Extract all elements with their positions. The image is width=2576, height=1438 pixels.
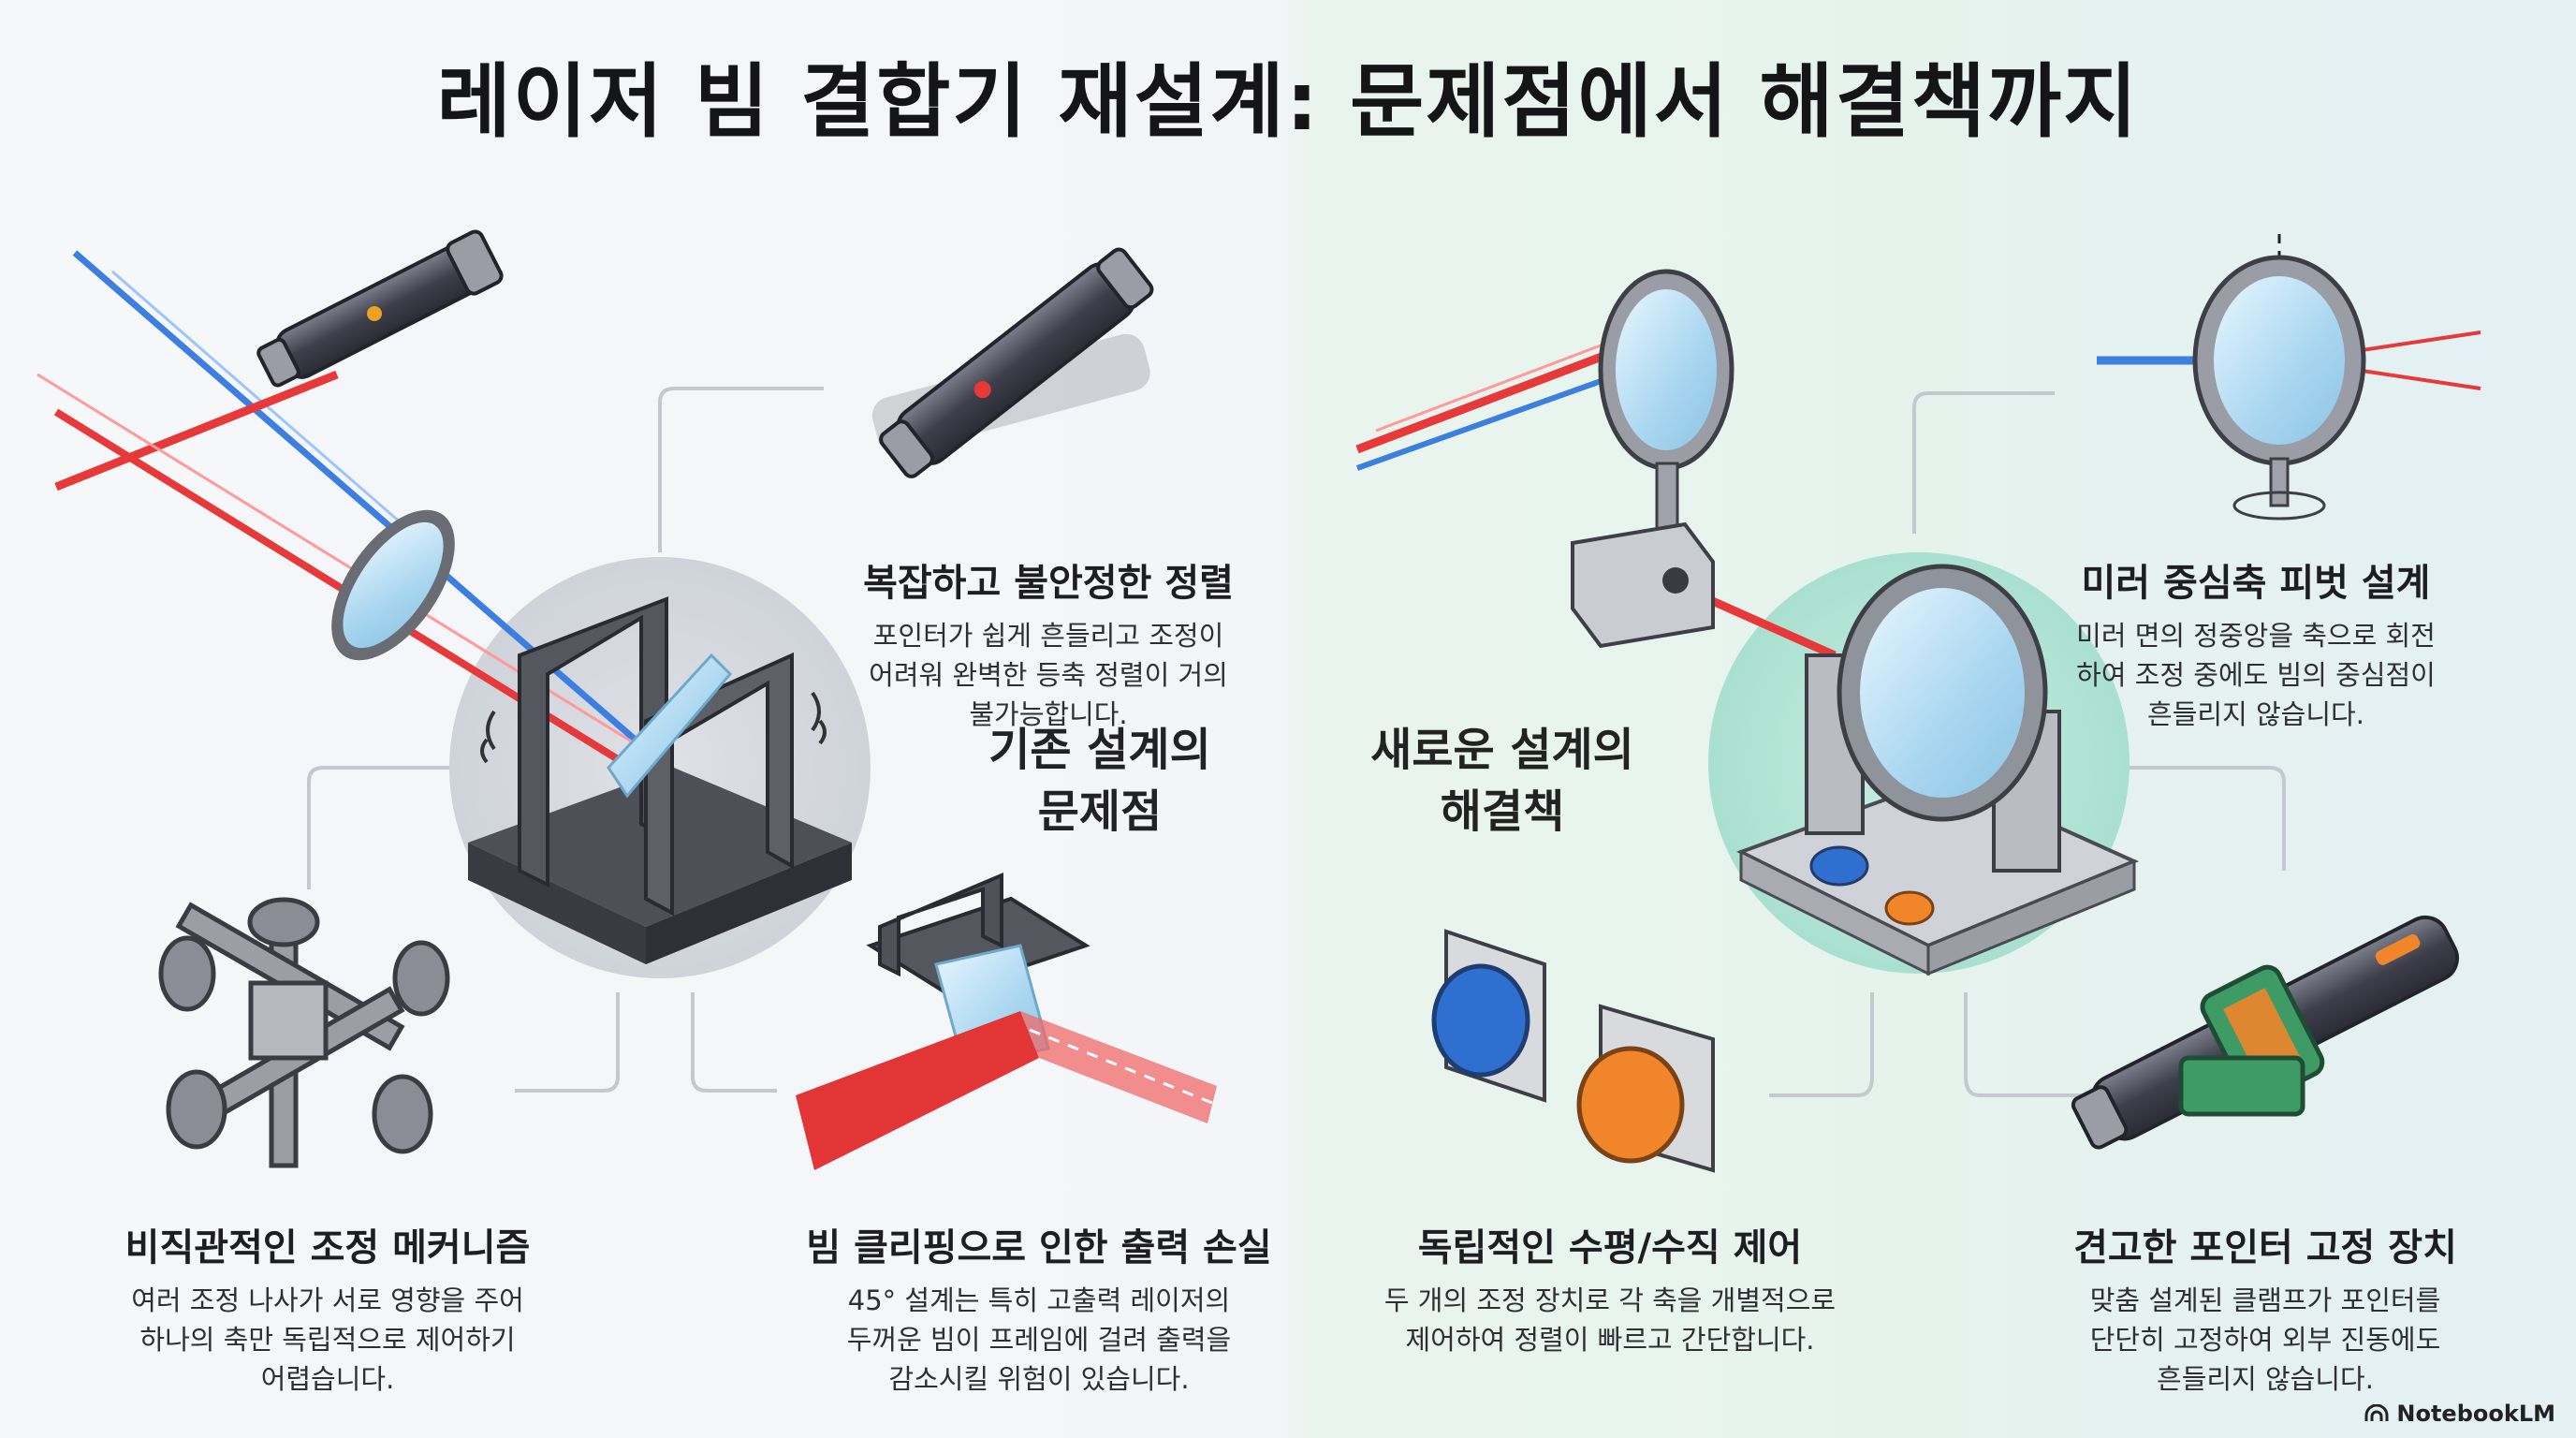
problem-card-beam-clipping: 빔 클리핑으로 인한 출력 손실 45° 설계는 특히 고출력 레이저의 두꺼운… bbox=[739, 1217, 1339, 1399]
pivot-mount-icon bbox=[1355, 326, 2140, 976]
laser-pointer-icon bbox=[256, 229, 504, 388]
card-heading: 독립적인 수평/수직 제어 bbox=[1417, 1226, 1803, 1269]
card-description: 미러 면의 정중앙을 축으로 회전 하여 조정 중에도 빔의 중심점이 흔들리지… bbox=[2076, 620, 2436, 730]
solution-card-pointer-clamp: 견고한 포인터 고정 장치 맞춤 설계된 클램프가 포인터를 단단히 고정하여 … bbox=[2012, 1217, 2518, 1399]
card-description: 45° 설계는 특히 고출력 레이저의 두꺼운 빔이 프레임에 걸려 출력을 감… bbox=[846, 1284, 1232, 1395]
brand-watermark: NotebookLM bbox=[2364, 1401, 2555, 1427]
beam-clipping-icon bbox=[796, 872, 1218, 1170]
dual-knob-icon bbox=[1431, 929, 1715, 1173]
adjustment-screws-icon bbox=[158, 897, 450, 1168]
problem-card-nonintuitive-adjustment: 비직관적인 조정 메커니즘 여러 조정 나사가 서로 영향을 주어 하나의 축만… bbox=[66, 1217, 590, 1399]
card-description: 맞춤 설계된 클램프가 포인터를 단단히 고정하여 외부 진동에도 흔들리지 않… bbox=[2089, 1284, 2441, 1395]
pointer-clamp-icon bbox=[2071, 915, 2459, 1150]
card-heading: 미러 중심축 피벗 설계 bbox=[2081, 562, 2431, 605]
problem-card-unstable-alignment: 복잡하고 불안정한 정렬 포인터가 쉽게 흔들리고 조정이 어려워 완벽한 등축… bbox=[805, 552, 1292, 734]
page-title: 레이저 빔 결합기 재설계: 문제점에서 해결책까지 bbox=[436, 55, 2140, 149]
wobbling-pointer-icon bbox=[871, 247, 1154, 478]
card-description: 여러 조정 나사가 서로 영향을 주어 하나의 축만 독립적으로 제어하기 어렵… bbox=[131, 1284, 524, 1395]
card-description: 포인터가 쉽게 흔들리고 조정이 어려워 완벽한 등축 정렬이 거의 불가능합니… bbox=[869, 620, 1228, 730]
legacy-design-label: 기존 설계의 문제점 bbox=[988, 724, 1211, 838]
card-heading: 빔 클리핑으로 인한 출력 손실 bbox=[806, 1226, 1272, 1269]
card-heading: 복잡하고 불안정한 정렬 bbox=[863, 562, 1234, 605]
pivot-mirror-icon bbox=[2097, 234, 2481, 521]
card-description: 두 개의 조정 장치로 각 축을 개별적으로 제어하여 정렬이 빠르고 간단합니… bbox=[1383, 1284, 1837, 1356]
lens-icon bbox=[331, 509, 455, 661]
card-heading: 견고한 포인터 고정 장치 bbox=[2073, 1226, 2457, 1269]
solution-card-independent-control: 독립적인 수평/수직 제어 두 개의 조정 장치로 각 축을 개별적으로 제어하… bbox=[1310, 1217, 1910, 1359]
mirror-post-icon bbox=[1571, 269, 1734, 649]
brand-name: NotebookLM bbox=[2396, 1401, 2555, 1427]
solution-card-pivot-design: 미러 중심축 피벗 설계 미러 면의 정중앙을 축으로 회전 하여 조정 중에도… bbox=[2022, 552, 2490, 734]
notebooklm-logo-icon bbox=[2364, 1404, 2389, 1421]
connector-lines bbox=[307, 387, 2286, 1097]
new-design-label: 새로운 설계의 해결책 bbox=[1370, 724, 1634, 838]
legacy-combiner-icon bbox=[37, 250, 871, 978]
card-heading: 비직관적인 조정 메커니즘 bbox=[124, 1226, 531, 1269]
